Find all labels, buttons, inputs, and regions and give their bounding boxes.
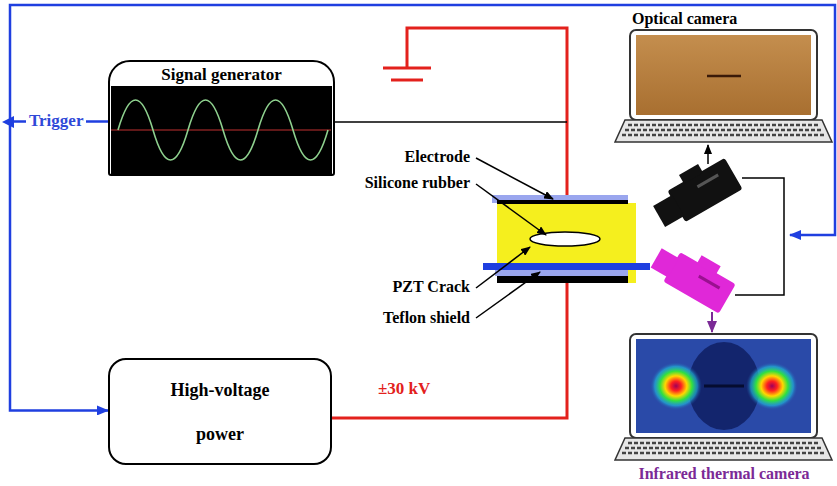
- part-label: Teflon shield: [383, 309, 470, 327]
- ground-symbol: [391, 79, 423, 82]
- laptop-keys: [625, 129, 823, 132]
- laptop-keys: [622, 134, 826, 137]
- hv-wire: [407, 28, 567, 196]
- node-title: Signal generator: [161, 65, 281, 85]
- hot-spot: [746, 362, 798, 410]
- pzt-crack: [530, 232, 600, 246]
- electrode: [497, 200, 628, 204]
- laptop-frame: [630, 334, 817, 438]
- camera-display: Optical camera: [615, 6, 833, 144]
- teflon-layer: [492, 195, 628, 203]
- hot-spot: [650, 362, 702, 410]
- screen-axis: [111, 130, 331, 131]
- trigger-connector: [10, 121, 108, 410]
- crack-image: [707, 75, 741, 78]
- part-label: ±30 kV: [378, 379, 430, 399]
- part-label: Electrode: [405, 148, 470, 166]
- thermal-screen: [636, 339, 811, 433]
- laptop-keys: [628, 124, 820, 127]
- laptop-keys: [622, 452, 826, 455]
- leader-line: [476, 184, 546, 235]
- camera-top: [697, 255, 721, 275]
- generator-screen: [111, 86, 332, 174]
- laptop-base: [615, 120, 832, 142]
- camera-lens: [653, 195, 684, 227]
- node-title: High-voltage power: [155, 368, 285, 456]
- camera-detail: [698, 275, 720, 290]
- leader-line: [476, 272, 540, 318]
- ground-symbol: [383, 67, 431, 70]
- sine-wave: [118, 100, 328, 160]
- camera-lens: [651, 248, 679, 277]
- signal-wire: [335, 121, 567, 123]
- laptop-keys: [628, 442, 820, 445]
- camera-link: [707, 145, 709, 164]
- node-title: Infrared thermal camera: [638, 465, 809, 483]
- instrument-box: High-voltage power: [108, 358, 332, 465]
- camera-display: Infrared thermal camera: [615, 326, 833, 484]
- laptop-keys: [625, 447, 823, 450]
- laptop-base: [615, 438, 832, 460]
- part-label: Silicone rubber: [365, 174, 470, 192]
- laptop-frame: [630, 30, 817, 120]
- thermal-image: [704, 385, 744, 388]
- camera-bracket: [735, 178, 784, 295]
- leader-line: [476, 247, 530, 288]
- hv-wire: [332, 283, 567, 418]
- camera-detail: [697, 174, 719, 189]
- laptop-screen: [636, 35, 811, 115]
- instrument-box: Signal generator: [108, 60, 335, 176]
- camera-link: [711, 312, 713, 332]
- connector-label: Trigger: [26, 110, 86, 132]
- electrode: [497, 276, 628, 283]
- infrared-camera-icon: [648, 236, 740, 313]
- camera-top: [679, 164, 703, 184]
- optical-camera-icon: [646, 151, 742, 232]
- node-title: Optical camera: [632, 10, 737, 28]
- trigger-wire: [10, 5, 835, 235]
- teflon-layer: [495, 270, 628, 276]
- part-label: PZT Crack: [393, 278, 470, 296]
